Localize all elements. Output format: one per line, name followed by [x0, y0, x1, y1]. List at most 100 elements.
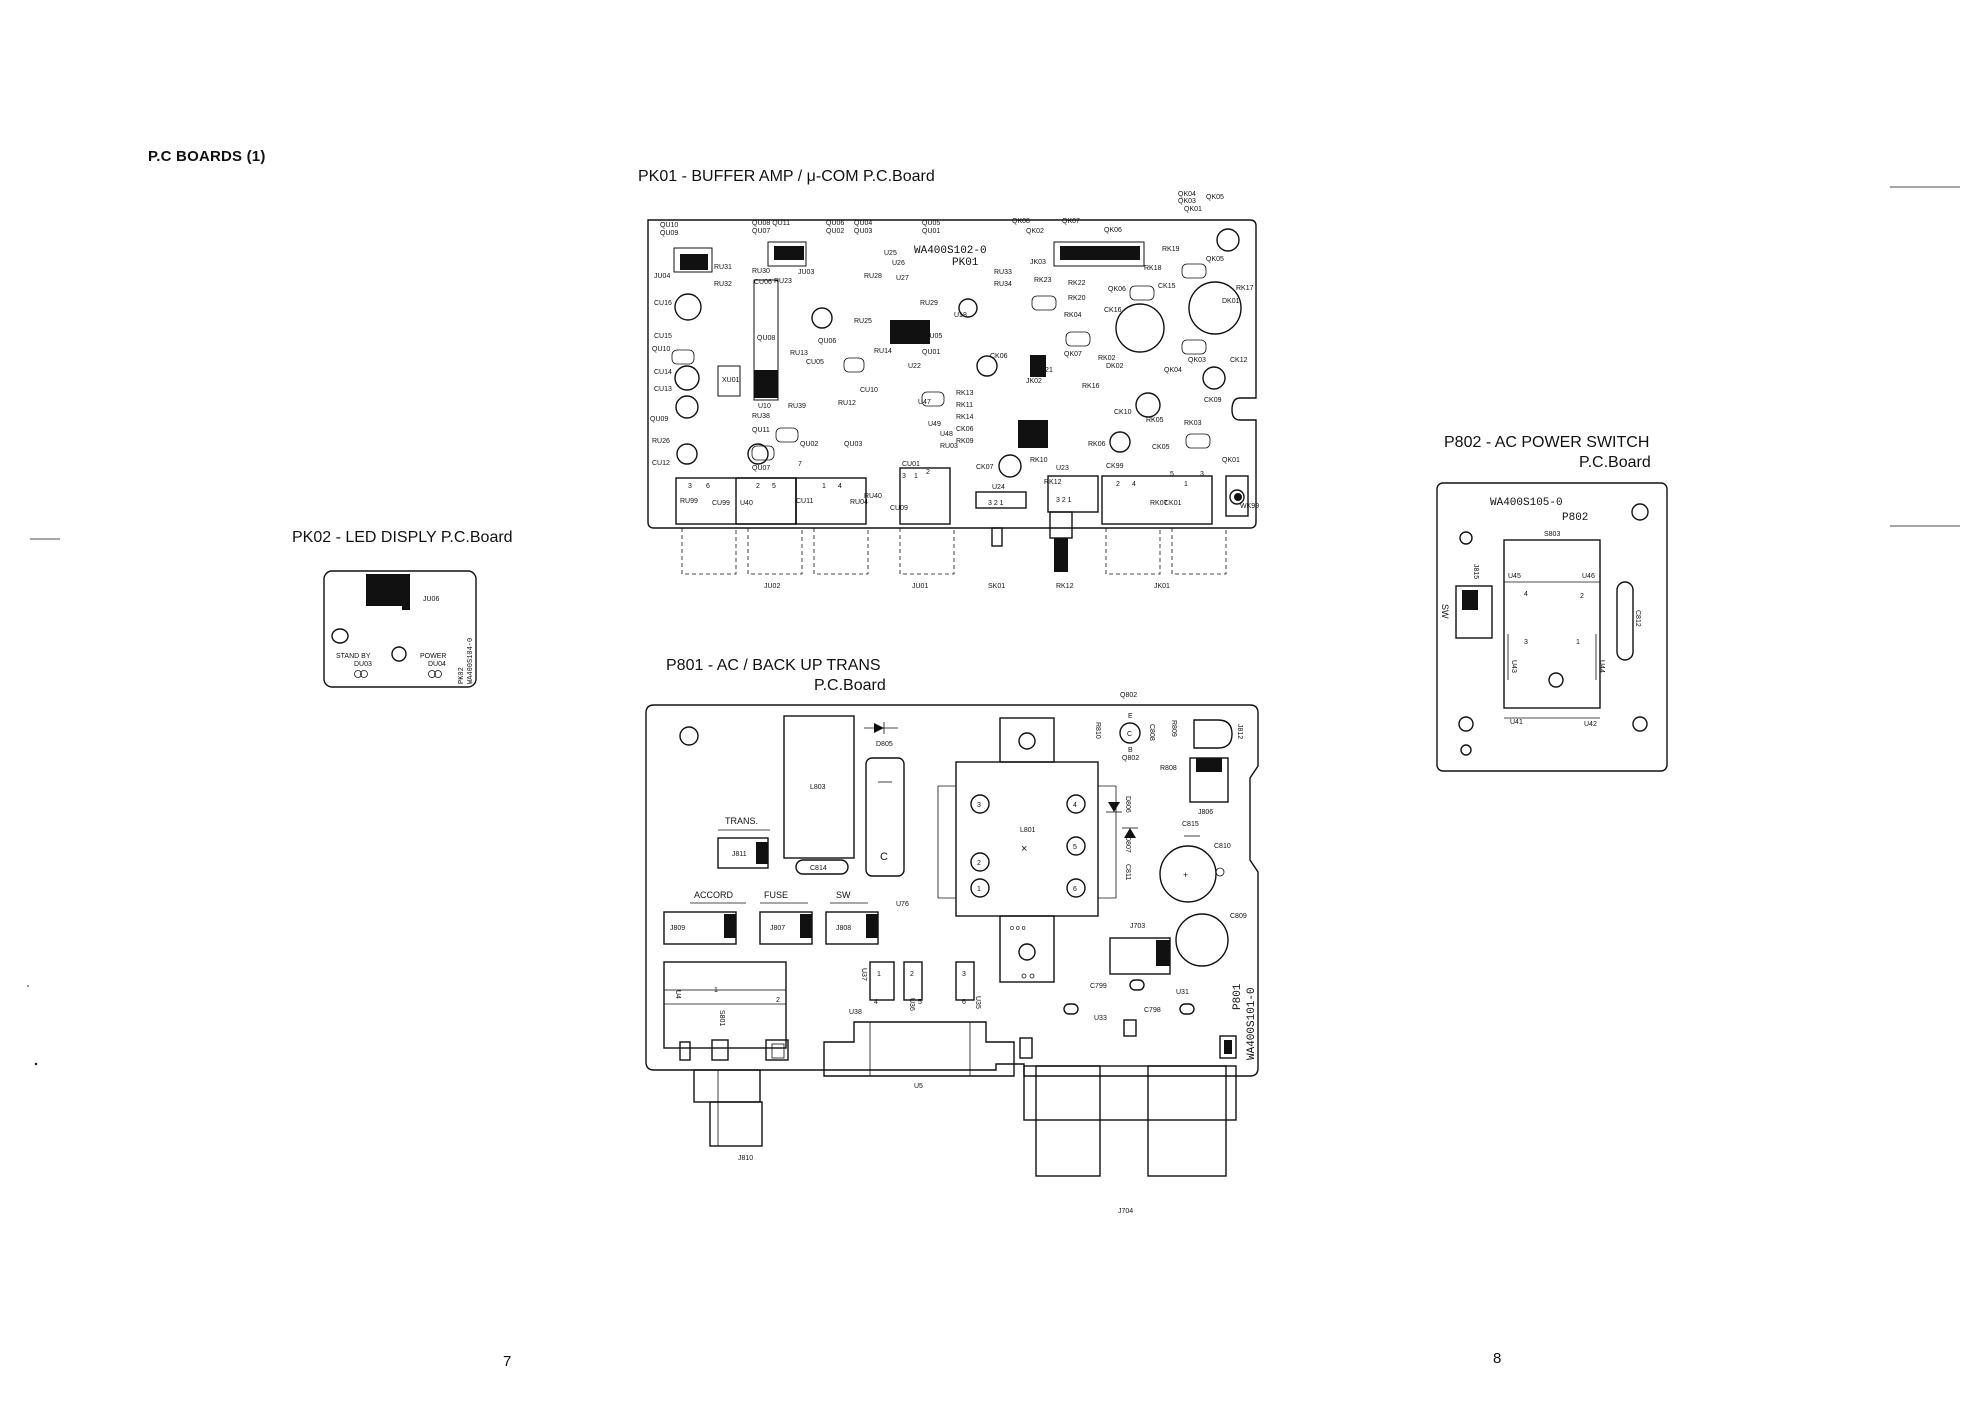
pk01-comp-label: CU12 — [652, 460, 670, 467]
p801-comp-label: Q802 — [1120, 692, 1137, 699]
pk01-top-label: QU10 — [660, 222, 678, 229]
p801-comp-label: C809 — [1230, 913, 1247, 920]
pk01-top-label: QU03 — [854, 228, 872, 235]
pk01-comp-label: DK01 — [1222, 298, 1240, 305]
pk02-board-code: WA400S104-0 — [467, 638, 475, 684]
p801-comp-label: R808 — [1160, 765, 1177, 772]
p801-comp-label: J810 — [738, 1155, 753, 1162]
pk01-comp-label: CK09 — [1204, 397, 1222, 404]
p802-label: U42 — [1584, 721, 1597, 728]
p801-pin-label: 5 — [918, 999, 922, 1006]
pk01-comp-label: CU16 — [654, 300, 672, 307]
p801-pin-label: 1 — [877, 971, 881, 978]
p801-comp-label: C810 — [1214, 843, 1231, 850]
pk01-comp-label: RK14 — [956, 414, 974, 421]
p802-pin: 3 — [1524, 639, 1528, 646]
pk01-top-label: QU02 — [826, 228, 844, 235]
p801-dots: o o o — [1010, 925, 1026, 932]
pk01-top-label: QU09 — [660, 230, 678, 237]
p801-pin-label: 1 — [977, 886, 981, 893]
p801-section-label: TRANS. — [725, 816, 758, 826]
p801-comp-label: E — [1128, 713, 1133, 720]
pk01-board-code: WA400S102-0 — [914, 245, 987, 257]
pk01-pin-label: 4 — [838, 483, 842, 490]
pk01-comp-label: RU33 — [994, 269, 1012, 276]
p801-section-label: FUSE — [764, 890, 788, 900]
p801-comp-label: J808 — [836, 925, 851, 932]
pk01-comp-label: RU99 — [680, 498, 698, 505]
pk01-comp-label: RK07 — [1150, 500, 1168, 507]
pk01-comp-label: CK16 — [1104, 307, 1122, 314]
p801-comp-label: C811 — [1124, 864, 1131, 880]
pk01-pin-label: 2 — [926, 469, 930, 476]
p801-pin-label: 4 — [1073, 802, 1077, 809]
pk01-pin-label: 3 — [1200, 471, 1204, 478]
pk01-bottom-label: SK01 — [988, 583, 1005, 590]
pk01-comp-label: QK06 — [1108, 286, 1126, 293]
pk01-comp-label: CU99 — [712, 500, 730, 507]
p801-comp-label: U38 — [849, 1009, 862, 1016]
pk01-bottom-label: JU01 — [912, 583, 928, 590]
p801-comp-label: J807 — [770, 925, 785, 932]
p801-comp-label: B — [1128, 747, 1133, 754]
pk01-comp-label: U27 — [896, 275, 909, 282]
pk01-comp-label: JK02 — [1026, 378, 1042, 385]
pk01-comp-label: RK13 — [956, 390, 974, 397]
pk01-comp-label: DK02 — [1106, 363, 1124, 370]
p802-pin: 1 — [1576, 639, 1580, 646]
p801-comp-label: J812 — [1236, 724, 1243, 739]
pk01-comp-label: CU09 — [890, 505, 908, 512]
pk01-top-label: QK02 — [1026, 228, 1044, 235]
pk01-comp-label: RU23 — [774, 278, 792, 285]
pk01-pin-label: 1 — [1184, 481, 1188, 488]
pk01-pin-label: 3 2 1 — [1056, 497, 1072, 504]
pk01-top-label: QU04 — [854, 220, 872, 227]
p802-label: U45 — [1508, 573, 1521, 580]
pk01-comp-label: CU05 — [806, 359, 824, 366]
pk01-comp-label: RU28 — [864, 273, 882, 280]
pk02-label: POWER — [420, 653, 446, 660]
p801-title-line2: P.C.Board — [814, 677, 886, 694]
pk01-comp-label: RK19 — [1162, 246, 1180, 253]
p801-comp-label: C814 — [810, 865, 827, 872]
pk01-pin-label: 5 — [1170, 471, 1174, 478]
p801-comp-label: U4 — [674, 990, 681, 999]
pk01-comp-label: XU01 — [722, 377, 740, 384]
p801-comp-label: U37 — [860, 968, 867, 981]
p801-pin-label: 6 — [962, 999, 966, 1006]
pk01-bottom-label: JK01 — [1154, 583, 1170, 590]
pk01-comp-label: QU01 — [922, 349, 940, 356]
pk01-comp-label: U21 — [1040, 367, 1053, 374]
p801-comp-label: U35 — [974, 996, 981, 1009]
pk01-comp-label: CU13 — [654, 386, 672, 393]
p801-comp-label: C815 — [1182, 821, 1199, 828]
p801-pin-label: 6 — [1073, 886, 1077, 893]
pk01-comp-label: U47 — [918, 399, 931, 406]
pk01-top-label: QK01 — [1184, 206, 1202, 213]
pk01-comp-label: RU31 — [714, 264, 732, 271]
p801-comp-label: C808 — [1148, 724, 1155, 741]
pk01-comp-label: QU07 — [752, 465, 770, 472]
p801-pin-label: 5 — [1073, 844, 1077, 851]
p802-label: U46 — [1582, 573, 1595, 580]
p801-comp-label: J806 — [1198, 809, 1213, 816]
pk02-board: JU06 STAND BY DU03 POWER DU04 WA400S104-… — [323, 570, 477, 688]
pk01-bottom-label: JU02 — [764, 583, 780, 590]
pk01-comp-label: RU04 — [850, 499, 868, 506]
pk01-board-id: PK01 — [952, 257, 979, 269]
pk01-comp-label: U18 — [954, 312, 967, 319]
p801-comp-label: L801 — [1020, 827, 1036, 834]
pk01-pin-label: 1 — [822, 483, 826, 490]
pk01-comp-label: RU26 — [652, 438, 670, 445]
p802-label: J815 — [1472, 564, 1479, 579]
p802-label: C812 — [1634, 610, 1641, 627]
pk02-board-id: PK02 — [458, 667, 466, 684]
pk01-comp-label: QU05 — [924, 333, 942, 340]
p801-comp-label: C799 — [1090, 983, 1107, 990]
pk01-comp-label: CK10 — [1114, 409, 1132, 416]
pk01-comp-label: CK15 — [1158, 283, 1176, 290]
pk01-comp-label: QK04 — [1164, 367, 1182, 374]
p801-title-line1: P801 - AC / BACK UP TRANS — [666, 657, 881, 674]
p801-comp-label: Q802 — [1122, 755, 1139, 762]
